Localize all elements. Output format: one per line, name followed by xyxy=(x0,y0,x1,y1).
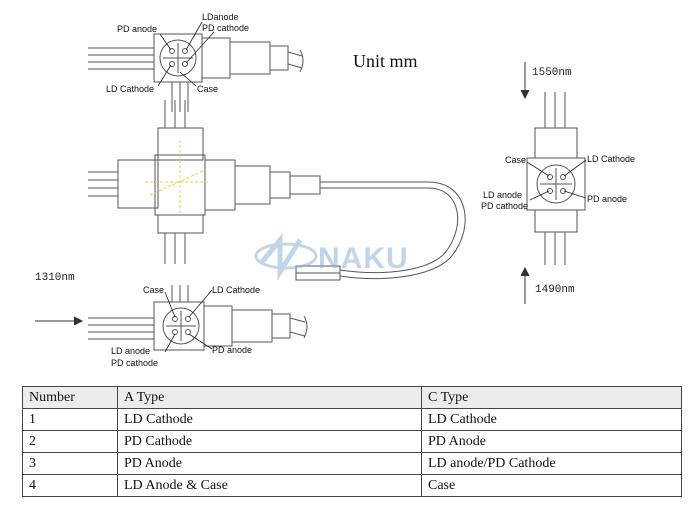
bottom-label-ld-anode: LD anode xyxy=(111,346,150,356)
watermark-logo-icon xyxy=(254,232,318,281)
bottom-label-case: Case xyxy=(143,285,164,295)
top-label-ld-cathode: LD Cathode xyxy=(106,84,154,94)
cell-a-type: LD Cathode xyxy=(117,408,422,431)
table-row: 3 PD Anode LD anode/PD Cathode xyxy=(22,452,682,475)
cell-c-type: LD anode/PD Cathode xyxy=(421,452,682,475)
wavelength-1550: 1550nm xyxy=(532,67,572,79)
top-device-drawing xyxy=(88,33,304,112)
right-label-pd-anode: PD anode xyxy=(587,194,627,204)
pin-assignment-table: Number A Type C Type 1 LD Cathode LD Cat… xyxy=(22,386,682,497)
cell-c-type: Case xyxy=(421,474,682,497)
right-device-drawing xyxy=(526,92,586,265)
bottom-label-pd-anode: PD anode xyxy=(212,345,252,355)
center-crosshair xyxy=(145,140,210,215)
unit-label: Unit mm xyxy=(353,51,418,71)
header-number: Number xyxy=(22,386,118,409)
right-label-case: Case xyxy=(505,155,526,165)
cell-number: 2 xyxy=(22,430,118,453)
right-label-ld-cathode: LD Cathode xyxy=(587,154,635,164)
cell-c-type: LD Cathode xyxy=(421,408,682,431)
cell-number: 3 xyxy=(22,452,118,475)
cell-number: 1 xyxy=(22,408,118,431)
top-label-ld-anode: LDanode xyxy=(202,12,239,22)
header-a-type: A Type xyxy=(117,386,422,409)
middle-device-drawing xyxy=(88,100,466,281)
laser-module-diagram: NAKU Unit mm 1550nm 1490nm 1310nm PD ano… xyxy=(35,12,635,368)
top-label-case: Case xyxy=(197,84,218,94)
wavelength-1490: 1490nm xyxy=(535,284,575,296)
cell-number: 4 xyxy=(22,474,118,497)
cell-c-type: PD Anode xyxy=(421,430,682,453)
wavelength-1310: 1310nm xyxy=(35,272,75,284)
table-row: 4 LD Anode & Case Case xyxy=(22,474,682,497)
right-label-pd-cathode: PD cathode xyxy=(481,201,528,211)
top-label-pd-cathode: PD cathode xyxy=(202,23,249,33)
cell-a-type: PD Cathode xyxy=(117,430,422,453)
watermark-text: NAKU xyxy=(318,242,409,275)
cell-a-type: PD Anode xyxy=(117,452,422,475)
top-label-pd-anode: PD anode xyxy=(117,24,157,34)
table-row: 1 LD Cathode LD Cathode xyxy=(22,408,682,431)
header-c-type: C Type xyxy=(421,386,682,409)
bottom-label-ld-cathode: LD Cathode xyxy=(212,285,260,295)
cell-a-type: LD Anode & Case xyxy=(117,474,422,497)
right-label-ld-anode: LD anode xyxy=(483,190,522,200)
table-header-row: Number A Type C Type xyxy=(22,386,682,409)
bottom-device-drawing xyxy=(88,285,308,351)
table-row: 2 PD Cathode PD Anode xyxy=(22,430,682,453)
bottom-label-pd-cathode: PD cathode xyxy=(111,358,158,368)
